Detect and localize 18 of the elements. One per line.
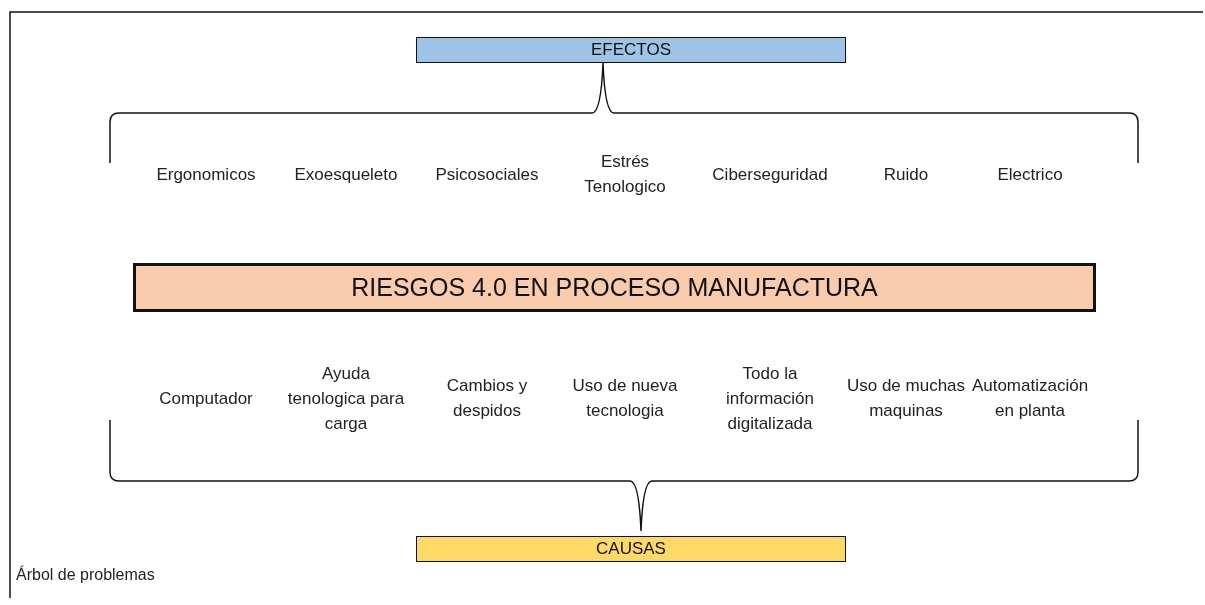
cause-label: Ayuda tenologica para carga <box>286 362 406 435</box>
effect-label: Ciberseguridad <box>711 163 829 186</box>
effect-label: Ergonomicos <box>155 163 257 186</box>
effect-label: Psicosociales <box>434 163 540 186</box>
effect-label: Electrico <box>996 163 1064 186</box>
cause-label: Todo la información digitalizada <box>725 362 815 435</box>
caption: Árbol de problemas <box>16 566 155 584</box>
effects-header-box: EFECTOS <box>416 37 846 63</box>
effect-label: Ruido <box>882 163 930 186</box>
cause-label: Cambios y despidos <box>445 375 529 422</box>
effect-label: Estrés Tenologico <box>583 151 667 198</box>
central-problem-box: RIESGOS 4.0 EN PROCESO MANUFACTURA <box>133 263 1096 312</box>
cause-label: Computador <box>158 387 254 410</box>
effect-label: Exoesqueleto <box>293 163 399 186</box>
causes-header-box: CAUSAS <box>416 536 846 562</box>
cause-label: Uso de muchas maquinas <box>845 375 967 422</box>
cause-label: Uso de nueva tecnologia <box>571 375 679 422</box>
cause-label: Automatización en planta <box>970 375 1090 422</box>
